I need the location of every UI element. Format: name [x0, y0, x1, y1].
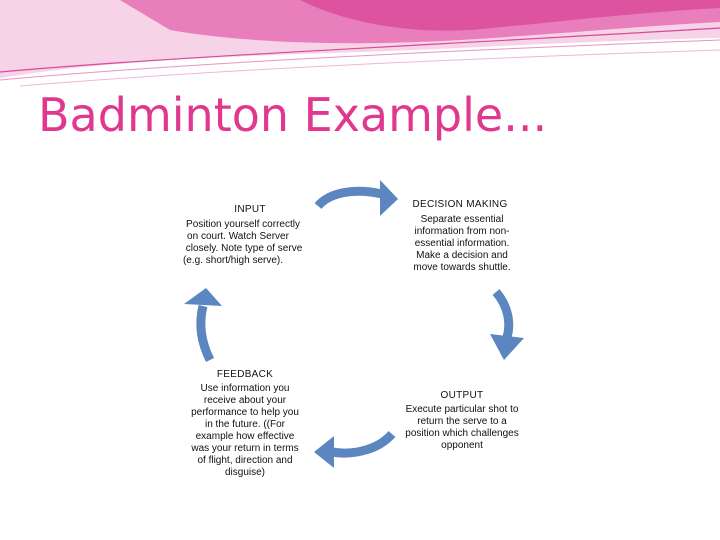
- stage-output-line: position which challenges: [405, 428, 518, 439]
- stage-feedback-title: FEEDBACK: [217, 369, 273, 380]
- stage-feedback-line: of flight, direction and: [197, 455, 292, 466]
- stage-feedback-line: receive about your: [204, 395, 287, 406]
- stage-input: INPUT Position yourself correctly on cou…: [183, 204, 303, 266]
- stage-input-line: closely. Note type of serve: [186, 243, 303, 254]
- arrow-feedback-to-input-body: [201, 306, 210, 360]
- stage-feedback-line: was your return in terms: [190, 443, 298, 454]
- arrow-input-to-decision-body: [318, 191, 382, 206]
- stage-decision-line: Make a decision and: [416, 250, 508, 261]
- stage-decision-line: information from non-: [414, 226, 509, 237]
- stage-feedback-line: performance to help you: [191, 407, 299, 418]
- stage-output-line: Execute particular shot to: [406, 404, 519, 415]
- stage-feedback: FEEDBACK Use information you receive abo…: [190, 369, 299, 478]
- stage-output: OUTPUT Execute particular shot to return…: [405, 390, 519, 451]
- stage-decision-title: DECISION MAKING: [412, 199, 507, 210]
- arrow-output-to-feedback: [314, 434, 392, 468]
- stage-input-line: Position yourself correctly: [186, 219, 300, 230]
- stage-feedback-line: example how effective: [196, 431, 295, 442]
- arrow-feedback-to-input: [184, 288, 222, 360]
- arrow-feedback-to-input-head: [184, 288, 222, 306]
- stage-input-title: INPUT: [234, 204, 266, 215]
- stage-input-line: on court. Watch Server: [187, 231, 290, 242]
- arrow-decision-to-output: [490, 292, 524, 360]
- arrow-decision-to-output-head: [490, 334, 524, 360]
- arrow-output-to-feedback-body: [332, 434, 392, 453]
- stage-decision-line: Separate essential: [421, 214, 504, 225]
- arrow-input-to-decision: [318, 180, 398, 216]
- stage-decision: DECISION MAKING Separate essential infor…: [412, 199, 510, 273]
- stage-feedback-line: Use information you: [201, 383, 290, 394]
- stage-output-title: OUTPUT: [441, 390, 484, 401]
- arrow-decision-to-output-body: [496, 292, 509, 340]
- stage-feedback-line: in the future. ((For: [205, 419, 286, 430]
- arrow-output-to-feedback-head: [314, 436, 334, 468]
- stage-output-line: opponent: [441, 440, 483, 451]
- stage-input-line: (e.g. short/high serve).: [183, 255, 283, 266]
- stage-feedback-line: disguise): [225, 467, 265, 478]
- stage-decision-line: essential information.: [415, 238, 510, 249]
- stage-output-line: return the serve to a: [417, 416, 507, 427]
- stage-decision-line: move towards shuttle.: [413, 262, 510, 273]
- arrow-input-to-decision-head: [380, 180, 398, 216]
